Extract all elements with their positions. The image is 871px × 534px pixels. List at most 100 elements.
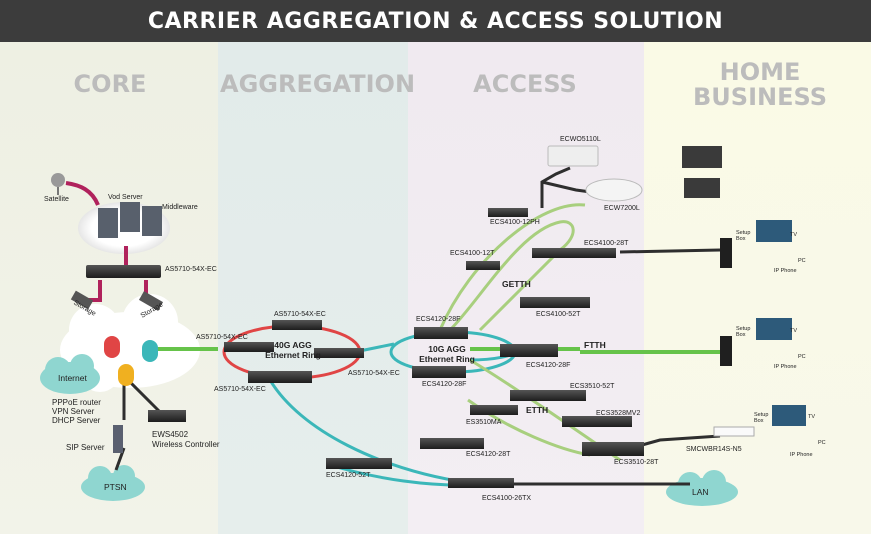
pc-label-2: PC <box>798 354 806 360</box>
ecs3510-52t <box>510 390 586 401</box>
core-switch <box>86 265 161 278</box>
ecs4120-28f-top-label: ECS4120-28F <box>416 316 461 323</box>
etth-label: ETTH <box>526 405 549 415</box>
pc-label-1: PC <box>798 258 806 264</box>
router-top <box>720 238 732 268</box>
core-zone <box>0 42 218 534</box>
zone-title-aggregation: AGGREGATION <box>220 70 416 98</box>
ecs4120-28f-right <box>500 344 558 357</box>
core-switch-label: AS5710-54X-EC <box>165 266 217 273</box>
tv-bottom <box>772 405 806 426</box>
agg-switch-right-label: AS5710-54X-EC <box>348 370 400 377</box>
ecs4120-52t <box>326 458 392 469</box>
db-red <box>104 336 120 358</box>
satellite-dish <box>51 173 65 195</box>
tv-label-3: TV <box>808 414 816 420</box>
ring-40g-label: 40G AGG Ethernet Ring <box>265 340 321 360</box>
zone-title-core: CORE <box>73 70 147 98</box>
ptsn-label: PTSN <box>104 482 127 492</box>
ecs4100-12t-label: ECS4100-12T <box>450 250 495 257</box>
storage-right <box>138 291 164 311</box>
ecs4100-26tx-label: ECS4100-26TX <box>482 495 532 502</box>
page-title: CARRIER AGGREGATION & ACCESS SOLUTION <box>0 0 871 42</box>
agg-switch-top-label: AS5710-54X-EC <box>274 311 326 318</box>
ecs4100-26tx <box>448 478 514 488</box>
ews4502-name-label: Wireless Controller <box>152 440 220 449</box>
tv-label-1: TV <box>790 232 798 238</box>
storage-left <box>70 290 94 310</box>
es3510ma-label: ES3510MA <box>466 419 502 426</box>
ptsn-cloud <box>81 465 145 501</box>
agg-switch-bottom <box>248 371 312 383</box>
ecs4120-28t-label: ECS4120-28T <box>466 451 511 458</box>
ecs4100-12ph <box>488 208 528 217</box>
zone-title-access: ACCESS <box>473 70 577 98</box>
ip-phone-label-1: IP Phone <box>774 268 797 274</box>
ecs3528mv2 <box>562 416 632 427</box>
internet-label: Internet <box>58 373 87 383</box>
pc-label-3: PC <box>818 440 826 446</box>
agg-switch-bottom-label: AS5710-54X-EC <box>214 386 266 393</box>
core-servers-label: PPPoE router VPN Server DHCP Server <box>52 398 101 425</box>
laptop-device <box>684 178 720 198</box>
ecs4100-52t-label: ECS4100-52T <box>536 311 581 318</box>
tablet-device <box>682 146 722 168</box>
sip-server-label: SIP Server <box>66 443 105 452</box>
ecs4120-28f-bottom <box>412 366 466 378</box>
ecs4100-12t <box>466 261 500 270</box>
ecw7200l-ap <box>585 178 643 202</box>
ecs3528mv2-label: ECS3528MV2 <box>596 410 641 417</box>
ip-phone-label-2: IP Phone <box>774 364 797 370</box>
agg-switch-left <box>224 342 274 352</box>
home-business-zone <box>644 42 871 534</box>
ews4502 <box>148 410 186 422</box>
ecs4120-28f-right-label: ECS4120-28F <box>526 362 571 369</box>
ecs4100-52t <box>520 297 590 308</box>
agg-switch-top <box>272 320 322 330</box>
smcwbr-router <box>713 426 755 437</box>
satellite-label: Satellite <box>44 196 69 203</box>
tv-top <box>756 220 792 242</box>
aggregation-zone <box>218 42 408 534</box>
ecwo5110l-ap <box>547 145 599 167</box>
ecs4100-28t-label: ECS4100-28T <box>584 240 629 247</box>
setup-box-label-1: Setup Box <box>736 230 751 242</box>
ecw7200l-label: ECW7200L <box>604 205 640 212</box>
tv-middle <box>756 318 792 340</box>
lan-label: LAN <box>692 487 709 497</box>
db-yellow <box>118 364 134 386</box>
ews4502-model-label: EWS4502 <box>152 430 189 439</box>
sip-server <box>113 425 123 453</box>
tv-label-2: TV <box>790 328 798 334</box>
ip-phone-label-3: IP Phone <box>790 452 813 458</box>
ecs3510-28t <box>582 442 644 456</box>
dark-links <box>114 166 721 486</box>
ecs4120-28f-top <box>414 327 468 339</box>
router-middle <box>720 336 732 366</box>
setup-box-label-2: Setup Box <box>736 326 751 338</box>
setup-box-label-3: Setup Box <box>754 412 769 424</box>
ecs4120-52t-label: ECS4120-52T <box>326 472 371 479</box>
ecwo5110l-label: ECWO5110L <box>560 136 601 143</box>
ecs4120-28f-bottom-label: ECS4120-28F <box>422 381 467 388</box>
ring-10g-label: 10G AGG Ethernet Ring <box>419 344 475 364</box>
agg-switch-left-label: AS5710-54X-EC <box>196 334 248 341</box>
getth-label: GETTH <box>502 279 531 289</box>
ecs4120-28t <box>420 438 484 449</box>
devices <box>51 145 806 488</box>
ecs4100-28t <box>532 248 616 258</box>
middleware-label: Middleware <box>162 204 198 211</box>
agg-switch-right <box>314 348 364 358</box>
ftth-label: FTTH <box>584 340 606 350</box>
server-rack <box>98 202 162 238</box>
ecs4100-12ph-label: ECS4100-12PH <box>490 219 540 226</box>
internet-cloud <box>40 354 100 394</box>
db-teal <box>142 340 158 362</box>
ecs3510-28t-label: ECS3510-28T <box>614 459 659 466</box>
zone-title-home-business: HOME BUSINESS <box>693 58 827 111</box>
ecs3510-52t-label: ECS3510-52T <box>570 383 615 390</box>
vod-server-label: Vod Server <box>108 194 143 201</box>
smcwbr-label: SMCWBR14S-N5 <box>686 446 742 453</box>
es3510ma <box>470 405 518 415</box>
